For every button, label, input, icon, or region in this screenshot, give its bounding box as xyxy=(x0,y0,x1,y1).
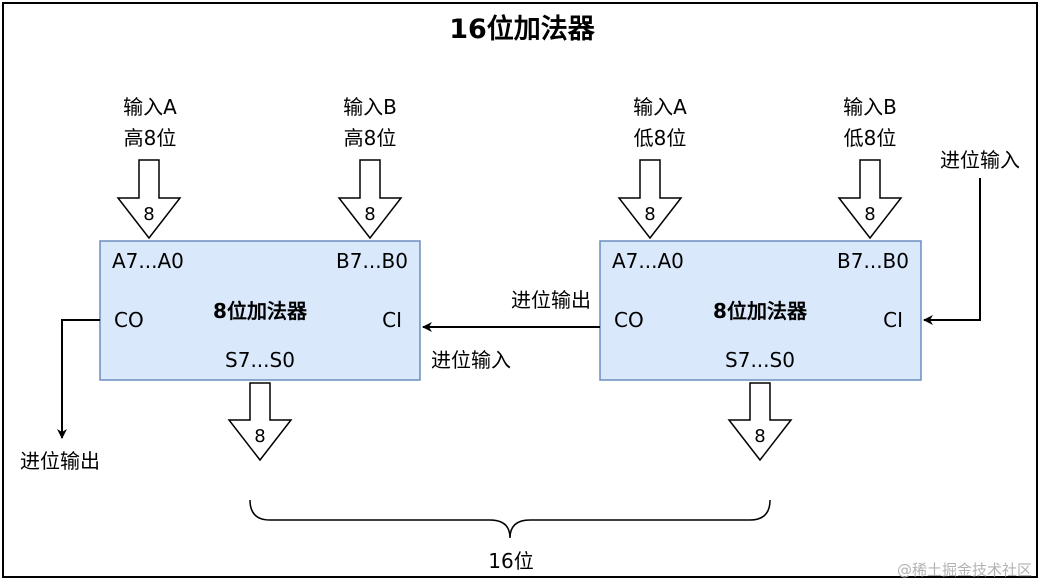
adder-high-pin-ci: CI xyxy=(382,308,402,332)
adder-low-bus-a-width: 8 xyxy=(644,204,655,225)
adder-high-pin-a: A7...A0 xyxy=(112,249,184,273)
adder-high-input-b-label1: 输入B xyxy=(343,95,397,119)
adder-low-bus-b-width: 8 xyxy=(864,204,875,225)
carry-out-low-label: 进位输出 xyxy=(511,288,591,312)
adder-high: 8位加法器 A7...A0 B7...B0 CO CI S7...S0 输入A … xyxy=(99,95,421,462)
carry-out-external-line xyxy=(57,319,100,439)
adder-low-pin-b: B7...B0 xyxy=(837,249,909,273)
adder-low-input-b-label2: 低8位 xyxy=(844,126,897,150)
adder-high-input-a-label1: 输入A xyxy=(123,95,177,119)
adder-high-name: 8位加法器 xyxy=(213,299,308,323)
adder-high-pin-b: B7...B0 xyxy=(336,249,408,273)
adder-high-input-b-label2: 高8位 xyxy=(344,126,397,150)
carry-in-external-label: 进位输入 xyxy=(940,148,1020,172)
adder-low-pin-s: S7...S0 xyxy=(725,348,795,372)
adder-low-bus-a-arrow xyxy=(617,159,683,240)
adder-high-bus-b-width: 8 xyxy=(364,204,375,225)
watermark: @稀土掘金技术社区 xyxy=(897,561,1032,579)
adder-low-input-a-label1: 输入A xyxy=(633,95,687,119)
adder-low-block xyxy=(599,240,922,381)
carry-in-high-label: 进位输入 xyxy=(431,348,511,372)
adder-high-bus-s-arrow xyxy=(227,382,293,462)
adder-high-pin-s: S7...S0 xyxy=(225,348,295,372)
adder-high-bus-a-width: 8 xyxy=(143,204,154,225)
carry-in-external-line xyxy=(923,178,981,325)
adder-low-name: 8位加法器 xyxy=(713,299,808,323)
adder-low-bus-b-arrow xyxy=(837,159,903,240)
adder-low-input-a-label2: 低8位 xyxy=(634,126,687,150)
adder-low-bus-s-width: 8 xyxy=(754,426,765,447)
adder-high-block xyxy=(99,240,421,381)
adder-low-pin-co: CO xyxy=(614,308,644,332)
output-brace xyxy=(249,499,771,539)
diagram-title: 16位加法器 xyxy=(449,13,596,45)
adder-low: 8位加法器 A7...A0 B7...B0 CO CI S7...S0 输入A … xyxy=(599,95,922,462)
adder-high-pin-co: CO xyxy=(114,308,144,332)
adder-low-bus-s-arrow xyxy=(727,382,793,462)
adder-high-bus-s-width: 8 xyxy=(254,426,265,447)
diagram-frame xyxy=(2,2,1038,578)
adder-low-pin-a: A7...A0 xyxy=(612,249,684,273)
adder-low-input-b-label1: 输入B xyxy=(843,95,897,119)
adder-high-bus-a-arrow xyxy=(116,159,182,240)
adder-high-input-a-label2: 高8位 xyxy=(124,126,177,150)
output-width-label: 16位 xyxy=(488,549,533,573)
carry-out-external-label: 进位输出 xyxy=(20,449,100,473)
adder-low-pin-ci: CI xyxy=(883,308,903,332)
adder-high-bus-b-arrow xyxy=(337,159,403,240)
